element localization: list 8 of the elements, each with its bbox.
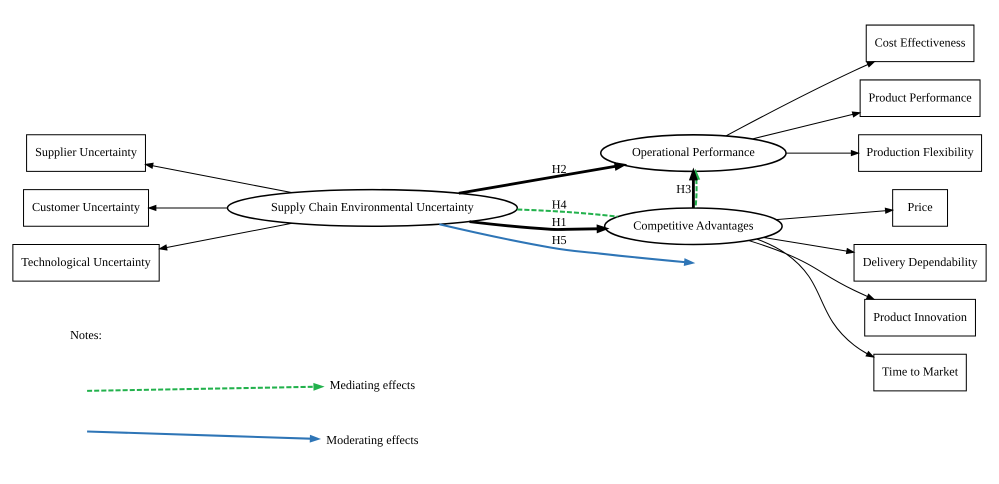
edge-label: H1 [552, 214, 567, 229]
edge-label: H3 [676, 182, 692, 196]
edge-label: H2 [552, 162, 567, 176]
legend-label: Mediating effects [330, 378, 416, 392]
edge-label: H4 [552, 198, 567, 212]
label: Notes: [70, 328, 102, 342]
edge-label: H5 [552, 233, 567, 248]
legend-label: Moderating effects [326, 432, 418, 447]
